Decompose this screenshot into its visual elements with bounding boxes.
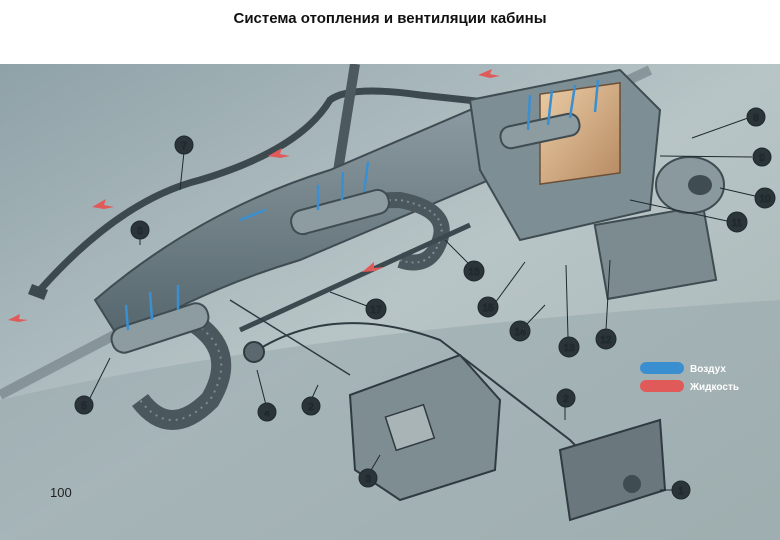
svg-text:10: 10	[759, 194, 771, 205]
svg-text:2: 2	[308, 402, 314, 413]
callout-10: 10	[719, 187, 776, 209]
callout-2a: 2	[556, 388, 576, 420]
svg-text:3: 3	[365, 474, 371, 485]
fan-motor-box	[593, 204, 718, 301]
legend-liquid-swatch	[640, 380, 684, 392]
callout-3: 3	[358, 454, 381, 488]
svg-text:8: 8	[753, 113, 759, 124]
callout-17: 17	[329, 291, 387, 320]
svg-text:6: 6	[137, 226, 143, 237]
page-title: Система отопления и вентиляции кабины	[233, 10, 547, 27]
svg-text:9: 9	[759, 153, 765, 164]
nozzle-5	[110, 302, 210, 354]
knob-1	[623, 475, 641, 493]
valve-end	[28, 284, 48, 300]
callout-1: 1	[660, 480, 691, 500]
nozzle-middle	[290, 188, 390, 236]
legend: Воздух Жидкость	[640, 362, 739, 393]
cable-2	[249, 322, 601, 471]
callout-12: 12	[595, 259, 617, 350]
svg-text:1: 1	[678, 486, 684, 497]
svg-text:2: 2	[563, 394, 569, 405]
svg-text:12: 12	[600, 335, 612, 346]
svg-text:14: 14	[514, 327, 526, 338]
callout-2b: 2	[301, 384, 321, 416]
callout-13: 13	[558, 264, 580, 358]
nozzle-upper	[499, 112, 581, 150]
hose-7	[37, 87, 561, 293]
heating-system-illustration: Воздух Жидкость 1 2 2 3 4 5 6 7 8 9 10 1…	[0, 64, 780, 540]
callout-16: 16	[444, 239, 485, 282]
callout-7: 7	[174, 135, 194, 191]
svg-text:13: 13	[563, 343, 575, 354]
legend-air-swatch	[640, 362, 684, 374]
control-lever	[384, 403, 436, 452]
air-flow-arrows	[124, 79, 600, 331]
callout-15: 15	[477, 261, 526, 318]
svg-text:15: 15	[482, 303, 494, 314]
callout-5: 5	[74, 357, 111, 415]
cable-2b	[229, 299, 351, 376]
callout-9: 9	[659, 147, 772, 167]
svg-text:17: 17	[370, 305, 382, 316]
callout-8: 8	[691, 107, 766, 139]
legend-air-label: Воздух	[690, 364, 726, 375]
rod-17	[238, 222, 472, 333]
page-number: 100	[50, 485, 72, 500]
callout-6: 6	[130, 220, 150, 245]
svg-text:4: 4	[264, 408, 270, 419]
svg-text:16: 16	[468, 267, 480, 278]
valve-4	[243, 341, 265, 363]
svg-text:7: 7	[181, 141, 187, 152]
callout-14: 14	[509, 304, 546, 342]
callouts: 1 2 2 3 4 5 6 7 8 9 10 11 12 13 14 15 16…	[74, 107, 776, 500]
fan-hub	[688, 175, 712, 195]
svg-text:11: 11	[732, 218, 743, 229]
svg-text:5: 5	[81, 401, 87, 412]
callout-11: 11	[629, 199, 748, 233]
liquid-flow-arrows	[8, 69, 500, 322]
legend-liquid-label: Жидкость	[689, 382, 739, 393]
callout-4: 4	[256, 369, 277, 422]
